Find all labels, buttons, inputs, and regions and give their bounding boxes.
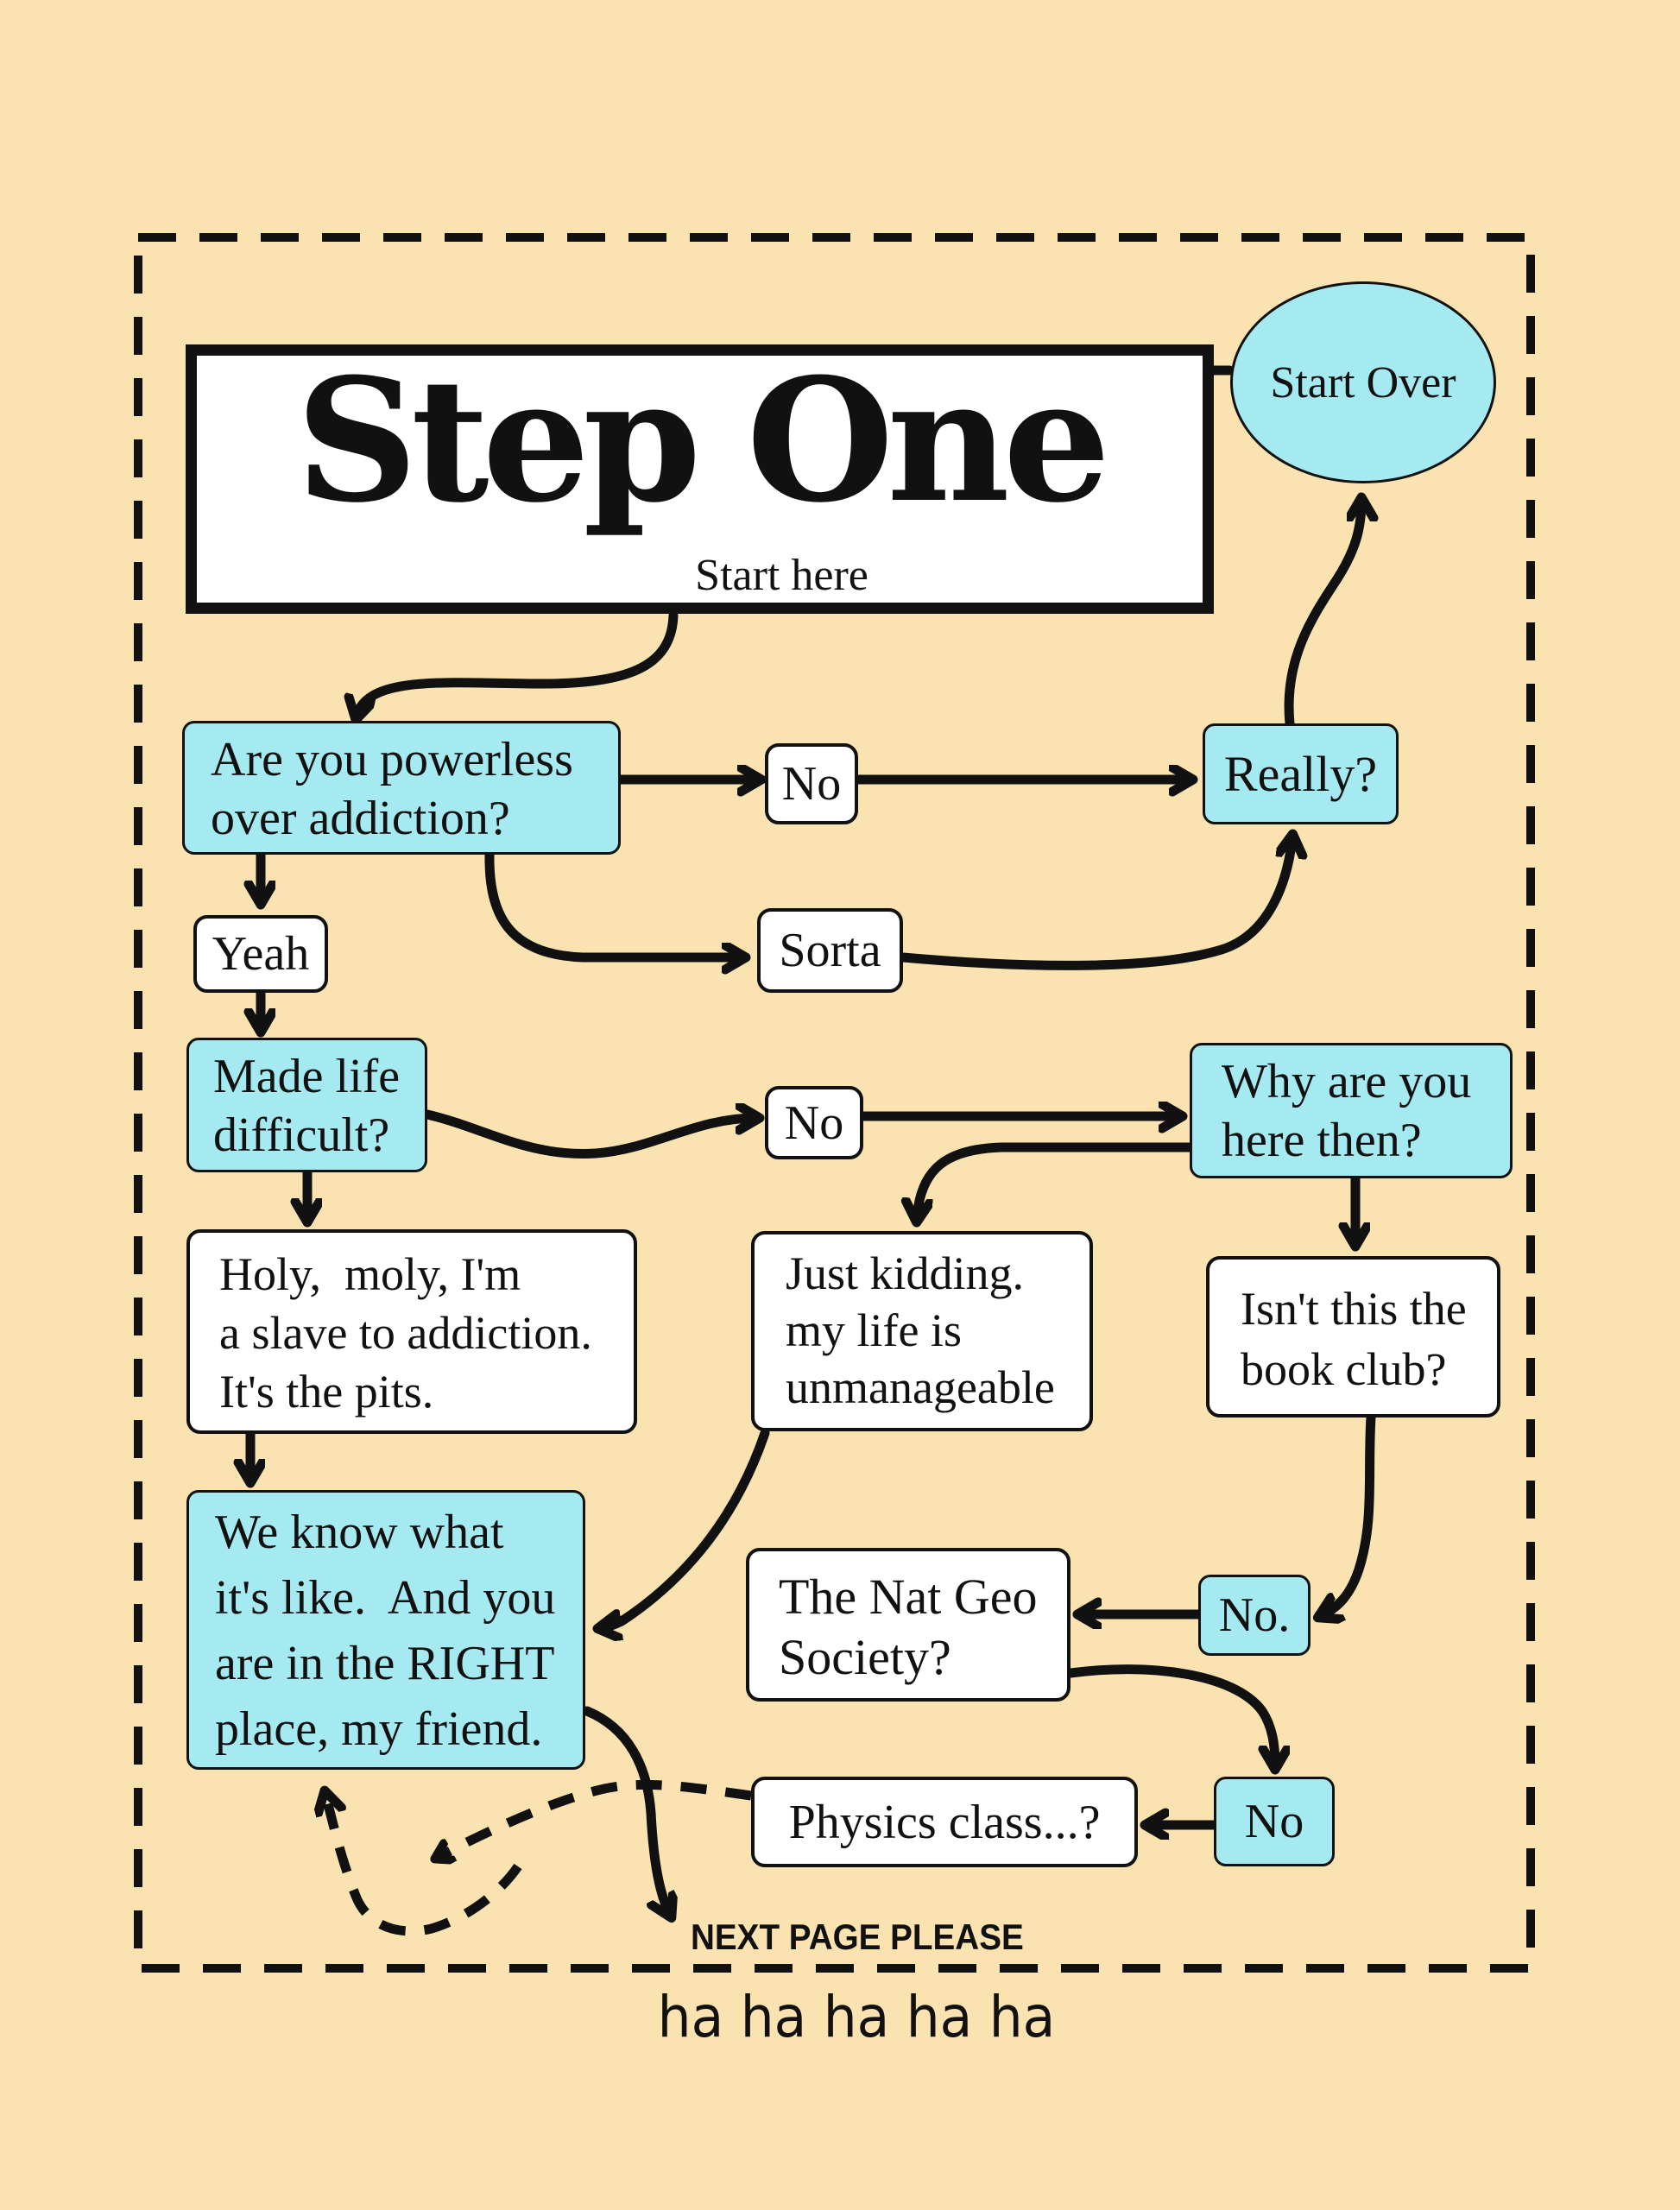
- node-label: No.: [1218, 1588, 1291, 1642]
- arrow-sorta-to-really: [898, 837, 1292, 970]
- node-line: difficult?: [213, 1108, 390, 1162]
- arrow-natgeo-to-no3: [1065, 1664, 1275, 1766]
- node-book-club: Isn't this the book club?: [1206, 1256, 1500, 1418]
- node-line: here then?: [1222, 1114, 1422, 1167]
- page-title: Step One: [295, 342, 1110, 540]
- node-line: Why are you: [1222, 1055, 1472, 1108]
- node-line: Just kidding.: [786, 1247, 1025, 1299]
- node-label: Sorta: [779, 924, 881, 977]
- node-no-2: No: [765, 1086, 863, 1159]
- node-nat-geo: The Nat Geo Society?: [746, 1548, 1071, 1702]
- node-label: No: [1244, 1795, 1304, 1848]
- node-no-1: No: [765, 743, 858, 824]
- node-label: No: [784, 1096, 844, 1150]
- node-line: We know what: [215, 1506, 504, 1559]
- arrow-bookclub-to-nodot: [1321, 1412, 1376, 1616]
- dashed-loop-to-weknow: [325, 1794, 522, 1936]
- node-label: Really?: [1223, 746, 1378, 802]
- node-label: Start Over: [1270, 357, 1456, 407]
- arrow-title-to-powerless: [357, 610, 679, 717]
- arrow-whyhere-to-justkidding: [917, 1142, 1195, 1219]
- node-no-dot: No.: [1198, 1575, 1311, 1656]
- node-powerless: Are you powerless over addiction?: [182, 721, 621, 855]
- node-line: it's like. And you: [215, 1571, 556, 1625]
- laugh-label: ha ha ha ha ha: [657, 1984, 1056, 2050]
- node-no-3: No: [1214, 1777, 1335, 1866]
- node-line: Made life: [213, 1050, 401, 1103]
- title-box: Step One Start here: [186, 344, 1214, 614]
- node-holy-moly: Holy, moly, I'm a slave to addiction. It…: [186, 1229, 637, 1434]
- node-line: Are you powerless: [211, 733, 573, 786]
- node-start-over: Start Over: [1230, 281, 1496, 483]
- arrow-justkidding-to-weknow: [601, 1428, 770, 1628]
- node-line: book club?: [1241, 1343, 1447, 1395]
- node-physics-class: Physics class...?: [751, 1777, 1138, 1867]
- node-really: Really?: [1203, 723, 1399, 824]
- node-label: Yeah: [212, 927, 310, 981]
- node-line: Society?: [779, 1629, 951, 1685]
- node-sorta: Sorta: [757, 908, 903, 993]
- node-why-here: Why are you here then?: [1190, 1043, 1513, 1178]
- start-here-label: Start here: [695, 551, 868, 600]
- node-line: Holy, moly, I'm: [219, 1248, 521, 1300]
- node-line: my life is: [786, 1304, 962, 1356]
- node-line: over addiction?: [211, 792, 510, 845]
- node-label: Physics class...?: [788, 1795, 1101, 1849]
- arrow-powerless-to-sorta: [484, 849, 742, 957]
- arrow-really-to-startover: [1284, 501, 1361, 729]
- node-label: No: [781, 757, 842, 811]
- node-line: The Nat Geo: [779, 1569, 1038, 1625]
- node-line: Isn't this the: [1241, 1283, 1467, 1335]
- node-line: a slave to addiction.: [219, 1307, 592, 1359]
- arrow-weknow-to-nextpage: [582, 1706, 670, 1915]
- node-line: place, my friend.: [215, 1702, 543, 1756]
- node-line: It's the pits.: [219, 1366, 434, 1418]
- next-page-label: NEXT PAGE PLEASE: [691, 1916, 1024, 1957]
- node-yeah: Yeah: [193, 915, 328, 993]
- node-made-life: Made life difficult?: [186, 1038, 427, 1172]
- node-just-kidding: Just kidding. my life is unmanageable: [751, 1231, 1093, 1431]
- node-line: unmanageable: [786, 1361, 1055, 1413]
- arrow-madelife-to-no: [422, 1114, 756, 1159]
- node-line: are in the RIGHT: [215, 1637, 555, 1690]
- dashed-loop-from-physics: [437, 1779, 752, 1858]
- node-we-know: We know what it's like. And you are in t…: [186, 1490, 585, 1770]
